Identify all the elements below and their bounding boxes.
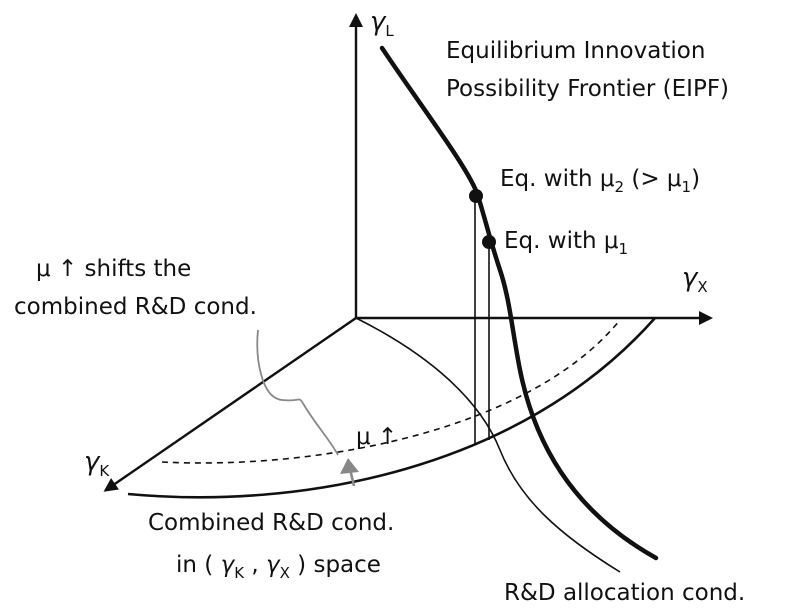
shift-arrow-head bbox=[340, 458, 359, 474]
eipf-label-line2: Possibility Frontier (EIPF) bbox=[446, 76, 729, 102]
mu-up-label: μ ↑ bbox=[356, 424, 397, 450]
shift-leader-line bbox=[256, 329, 339, 456]
axis-label-gamma-l: γL bbox=[370, 7, 394, 40]
axis-gamma-k bbox=[103, 317, 357, 492]
combined-label-line1: Combined R&D cond. bbox=[148, 510, 394, 536]
eipf-label-line1: Equilibrium Innovation bbox=[446, 38, 705, 64]
combined-rd-curve bbox=[127, 317, 656, 499]
eipf-curve bbox=[379, 45, 659, 561]
eq-mu2-label: Eq. with μ2 (> μ1) bbox=[500, 166, 700, 196]
axis-label-gamma-x: γX bbox=[682, 263, 708, 296]
shift-annotation-line2: combined R&D cond. bbox=[14, 294, 257, 320]
allocation-label: R&D allocation cond. bbox=[504, 580, 745, 606]
eq-point-mu1 bbox=[482, 235, 496, 249]
eq-mu1-label: Eq. with μ1 bbox=[504, 228, 628, 258]
axis-label-gamma-k: γK bbox=[84, 447, 110, 480]
rd-allocation-curve bbox=[355, 317, 621, 573]
eq-point-mu2 bbox=[469, 189, 483, 203]
shifted-combined-rd-curve bbox=[161, 319, 621, 464]
shift-annotation-line1: μ ↑ shifts the bbox=[36, 256, 191, 282]
combined-label-line2: in ( γK , γX ) space bbox=[176, 552, 381, 582]
